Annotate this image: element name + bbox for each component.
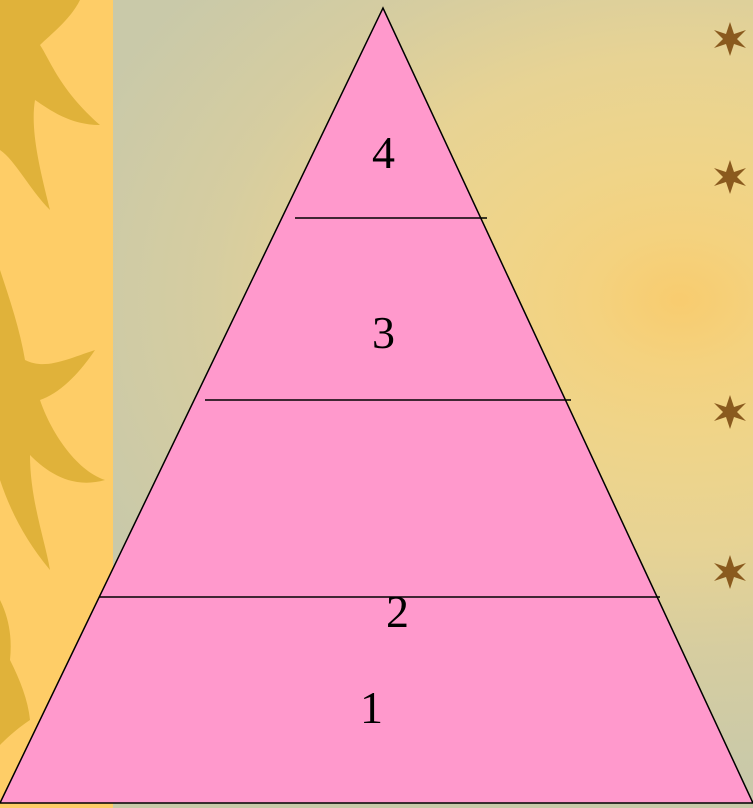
tier-label-4: 4	[372, 127, 395, 178]
tier-label-2: 2	[386, 586, 409, 637]
tier-label-3: 3	[372, 307, 395, 358]
tier-label-1: 1	[360, 682, 383, 733]
